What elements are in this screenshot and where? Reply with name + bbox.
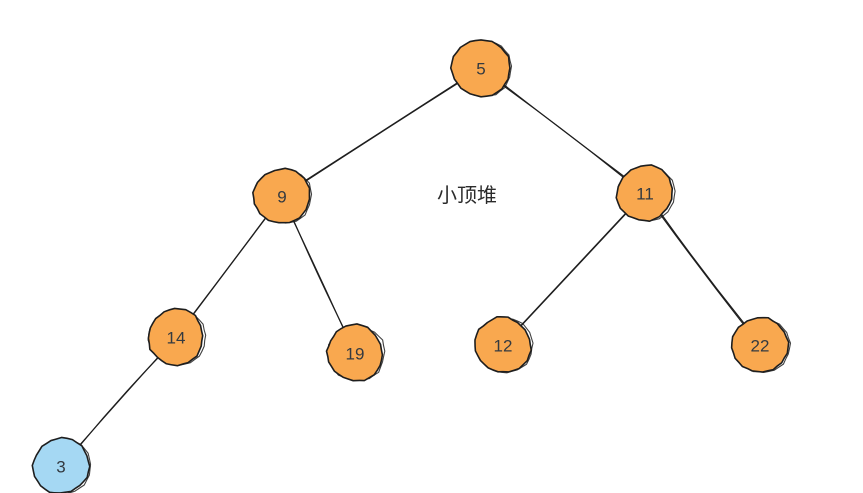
diagram-caption: 小顶堆 [437, 183, 497, 207]
node-circle[interactable] [147, 307, 204, 367]
tree-edge [660, 213, 745, 325]
tree-node[interactable]: 22 [730, 316, 792, 373]
tree-node[interactable]: 9 [252, 167, 313, 224]
tree-node[interactable]: 11 [615, 164, 676, 222]
tree-edge [191, 216, 267, 317]
node-label: 3 [56, 458, 65, 477]
tree-node[interactable]: 3 [31, 436, 92, 493]
tree-edge [292, 219, 345, 330]
node-label: 5 [476, 60, 485, 79]
node-label: 14 [167, 329, 186, 348]
tree-edge [502, 84, 625, 178]
node-circle[interactable] [252, 167, 311, 224]
node-circle[interactable] [449, 39, 511, 98]
node-circle[interactable] [730, 316, 790, 373]
node-circle[interactable] [474, 316, 533, 373]
nodes-layer: 5 9 11 14 19 12 22 3 [31, 39, 792, 493]
tree-edge [304, 82, 459, 183]
tree-node[interactable]: 14 [147, 307, 207, 367]
node-circle[interactable] [31, 436, 91, 493]
node-label: 22 [751, 337, 770, 356]
node-circle[interactable] [325, 323, 384, 382]
tree-edge [520, 212, 628, 327]
tree-node[interactable]: 19 [325, 323, 386, 382]
tree-edge [78, 356, 160, 447]
edges-layer [78, 82, 745, 447]
node-label: 12 [494, 337, 513, 356]
tree-node[interactable]: 12 [474, 316, 534, 374]
tree-node[interactable]: 5 [449, 39, 513, 98]
node-label: 19 [346, 345, 365, 364]
node-label: 9 [277, 188, 286, 207]
node-circle[interactable] [615, 164, 674, 222]
node-label: 11 [636, 185, 654, 204]
